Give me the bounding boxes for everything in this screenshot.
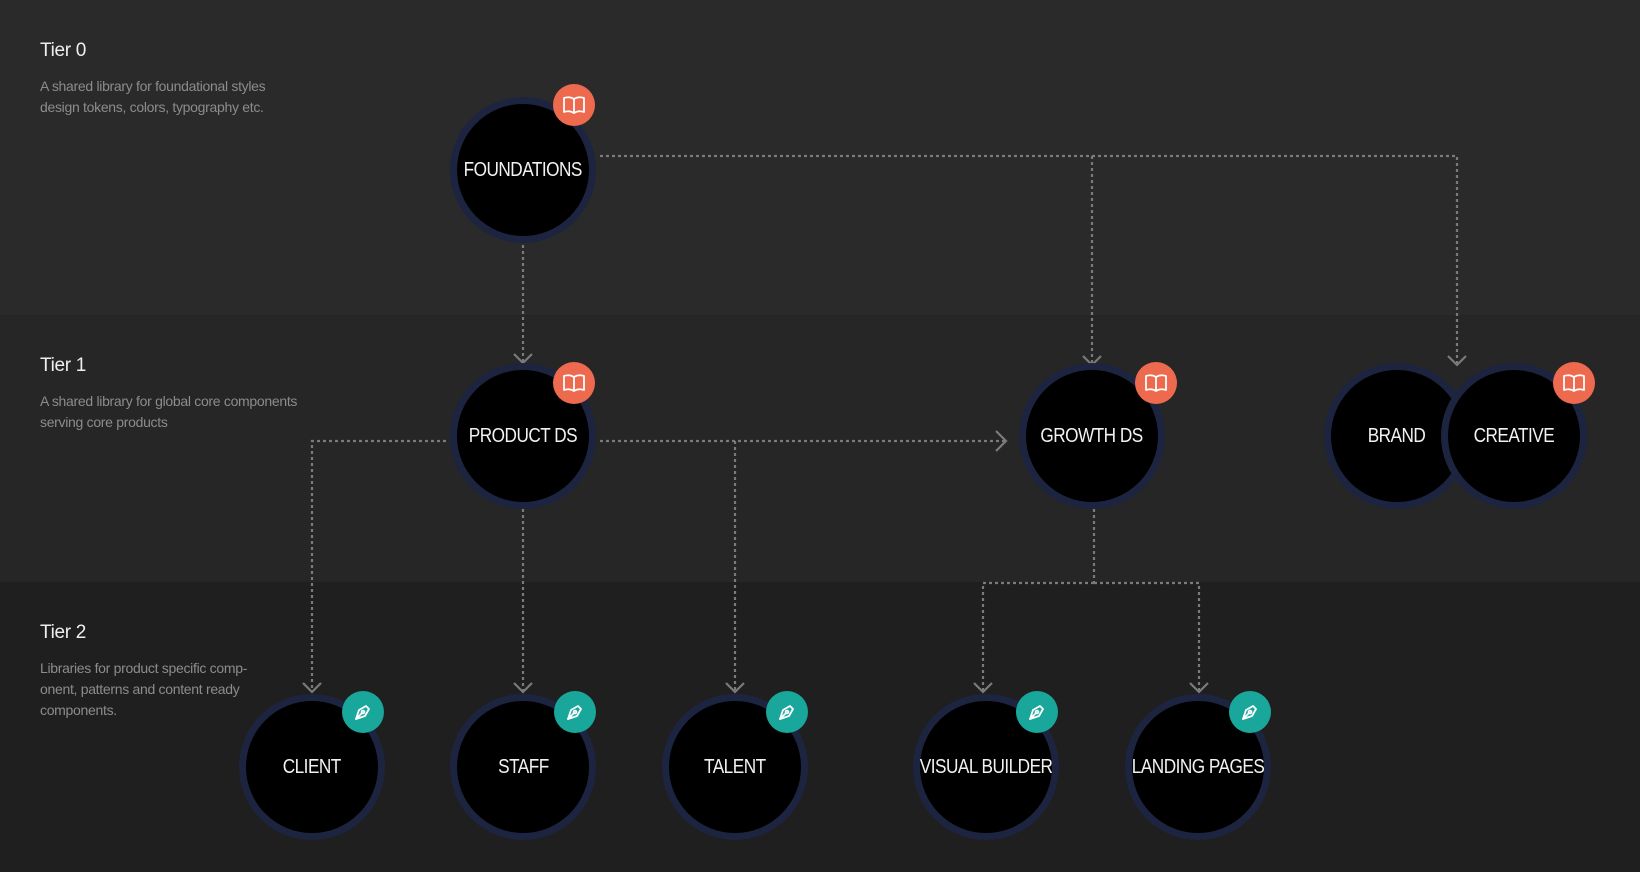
tier-0-title: Tier 0 (40, 40, 87, 61)
connector-growth-ds-landing-pages (1094, 581, 1201, 692)
connector-growth-ds-visual-builder (981, 581, 1094, 692)
node-label: PRODUCT DS (468, 424, 578, 447)
arrowhead-landing-pages (1189, 682, 1209, 694)
tier-1-desc-line: serving core products (40, 414, 168, 430)
pen-nib-icon (342, 691, 384, 733)
book-icon (553, 362, 595, 404)
node-label: GROWTH DS (1040, 424, 1144, 447)
tier-1-label: Tier 1 A shared library for global core … (40, 355, 300, 433)
tier-2-label: Tier 2 Libraries for product specific co… (40, 622, 300, 721)
node-foundations[interactable]: FOUNDATIONS (450, 97, 596, 243)
connector-foundations-brand-creative (1092, 154, 1459, 365)
node-label: VISUAL BUILDER (919, 755, 1053, 778)
arrowhead-growth-ds-left (995, 430, 1008, 452)
node-growth-ds[interactable]: GROWTH DS (1019, 363, 1165, 509)
tier-0-desc-line: A shared library for foundational styles (40, 78, 266, 94)
tier-1-description: A shared library for global core compone… (40, 391, 300, 433)
node-label: TALENT (704, 755, 766, 778)
arrowhead-talent (725, 682, 745, 694)
tier-2-desc-line: Libraries for product specific comp- (40, 660, 248, 676)
node-label: STAFF (497, 755, 549, 778)
tier-1-desc-line: A shared library for global core compone… (40, 393, 298, 409)
tier-2-desc-line: onent, patterns and content ready (40, 681, 240, 697)
tier-2-description: Libraries for product specific comp- one… (40, 658, 300, 721)
tier-0-desc-line: design tokens, colors, typography etc. (40, 99, 264, 115)
book-icon (1553, 362, 1595, 404)
connector-product-ds-client (310, 439, 446, 692)
node-label: BRAND (1368, 424, 1426, 447)
book-icon (553, 84, 595, 126)
arrowhead-staff (513, 682, 533, 694)
tier-0-label: Tier 0 A shared library for foundational… (40, 40, 300, 118)
node-product-ds[interactable]: PRODUCT DS (450, 363, 596, 509)
tier-0-band (0, 0, 1640, 315)
node-creative[interactable]: CREATIVE (1441, 363, 1587, 509)
connector-foundations-growth-ds (600, 154, 1094, 365)
node-label: CREATIVE (1473, 424, 1555, 447)
tier-2-title: Tier 2 (40, 622, 87, 643)
pen-nib-icon (554, 691, 596, 733)
arrowhead-client (302, 682, 322, 694)
book-icon (1135, 362, 1177, 404)
pen-nib-icon (1229, 691, 1271, 733)
node-label: LANDING PAGES (1131, 755, 1265, 778)
pen-nib-icon (766, 691, 808, 733)
arrowhead-creative (1447, 355, 1467, 367)
node-label: FOUNDATIONS (463, 158, 583, 181)
tier-1-title: Tier 1 (40, 355, 87, 376)
node-label: CLIENT (282, 755, 342, 778)
tier-0-description: A shared library for foundational styles… (40, 76, 300, 118)
tier-2-desc-line: components. (40, 702, 117, 718)
pen-nib-icon (1016, 691, 1058, 733)
arrowhead-visual-builder (973, 682, 993, 694)
